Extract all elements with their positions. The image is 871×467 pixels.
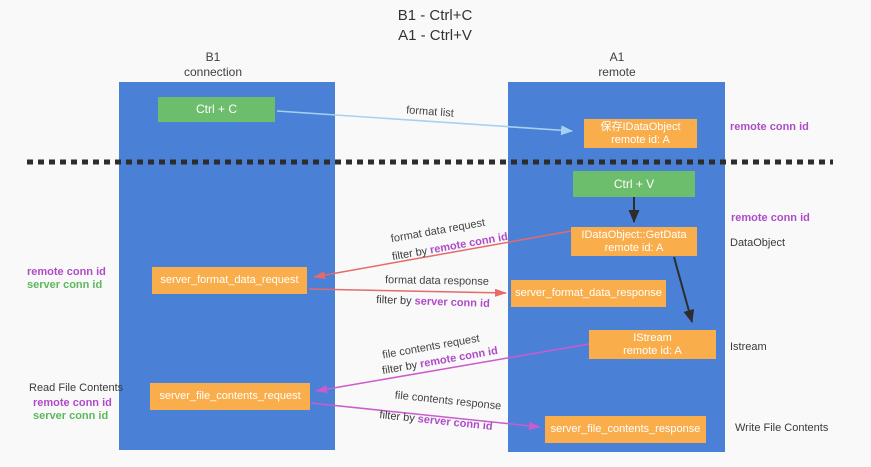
istream-line2: remote id: A [623,344,682,357]
ctrl-c-label: Ctrl + C [195,102,237,116]
getdata-line2: remote id: A [604,241,664,254]
format-data-response-arrow-label: format data response [384,274,490,288]
server-conn-id-label-mid-left: server conn id [27,279,103,291]
lane-b1-title: B1 [205,50,221,64]
format-list-arrow-label: format list [405,104,455,120]
remote-conn-id-label-mid-right: remote conn id [731,212,810,224]
remote-conn-id-label-top-right: remote conn id [730,121,809,133]
server-format-data-response-node: server_format_data_response [511,280,666,307]
read-file-contents-label: Read File Contents [29,382,124,394]
save-idataobject-line1: 保存IDataObject [600,120,681,133]
server-conn-id-label-bottom-left: server conn id [33,410,109,422]
server-file-contents-request-label: server_file_contents_request [159,390,301,402]
server-format-data-request-label: server_format_data_request [160,274,299,286]
ctrl-v-label: Ctrl + V [613,176,655,191]
ctrl-c-node: Ctrl + C [158,97,275,122]
server-file-contents-response-node: server_file_contents_response [545,416,706,443]
filter-by-prefix-1: filter by [391,245,429,264]
filter-server-conn-id-2: server conn id [414,295,491,310]
lane-a1-subtitle: remote [598,65,636,79]
filter-server-conn-id-4: server conn id [417,413,494,433]
diagram-title: B1 - Ctrl+C A1 - Ctrl+V [345,6,525,46]
filter-by-prefix-3: filter by [381,359,419,378]
filter-by-prefix-4: filter by [378,409,416,425]
getdata-line1: IDataObject::GetData [581,228,687,241]
lane-header-a1: A1 remote [547,50,687,80]
write-file-contents-label: Write File Contents [735,422,829,434]
dataobject-label: DataObject [730,237,786,249]
save-idataobject-line2: remote id: A [611,133,670,146]
remote-conn-id-label-mid-left: remote conn id [27,266,106,278]
idataobject-getdata-node: IDataObject::GetData remote id: A [571,227,697,256]
ctrl-v-node: Ctrl + V [573,171,695,197]
istream-side-label: Istream [730,341,767,353]
lane-a1-title: A1 [609,50,625,64]
filter-by-prefix-2: filter by [375,294,412,308]
file-contents-response-arrow-label: file contents response [394,389,502,413]
istream-node: IStream remote id: A [589,330,716,359]
title-line-2: A1 - Ctrl+V [398,27,472,44]
lane-header-b1: B1 connection [143,50,283,80]
format-data-response-arrow [308,288,507,297]
title-line-1: B1 - Ctrl+C [397,7,473,24]
lane-b1-subtitle: connection [183,65,243,79]
remote-conn-id-label-bottom-left: remote conn id [33,397,112,409]
server-file-contents-request-node: server_file_contents_request [150,383,310,410]
server-format-data-request-node: server_format_data_request [152,267,307,294]
server-format-data-response-label: server_format_data_response [515,287,662,299]
save-idataobject-node: 保存IDataObject remote id: A [584,119,697,148]
istream-line1: IStream [633,331,672,344]
server-file-contents-response-label: server_file_contents_response [550,423,701,435]
